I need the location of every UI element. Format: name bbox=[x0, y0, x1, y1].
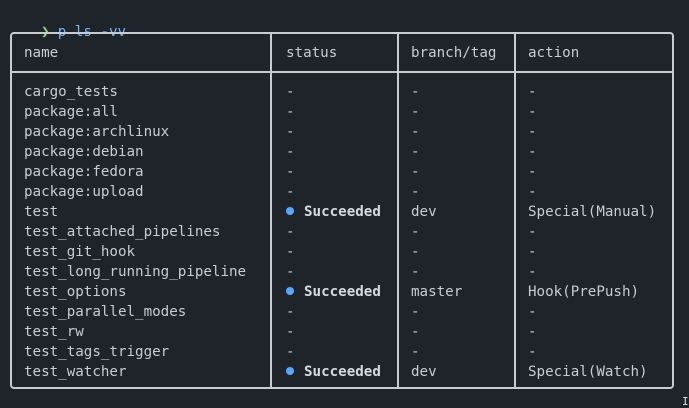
header-action: action bbox=[528, 45, 580, 61]
status-text: Succeeded bbox=[304, 204, 381, 220]
pipeline-name: test_parallel_modes bbox=[24, 304, 187, 320]
pipeline-name: package:upload bbox=[24, 184, 144, 200]
pipeline-action: - bbox=[528, 144, 537, 160]
pipeline-table: name status branch/tag action cargo_test… bbox=[10, 32, 674, 389]
pipeline-branch-tag: - bbox=[411, 164, 420, 180]
pipeline-action: - bbox=[528, 324, 537, 340]
column-divider bbox=[397, 34, 399, 387]
pipeline-branch-tag: - bbox=[411, 184, 420, 200]
pipeline-branch-tag: dev bbox=[411, 364, 437, 380]
pipeline-branch-tag: - bbox=[411, 344, 420, 360]
table-row: package:all - - - bbox=[12, 102, 672, 122]
pipeline-action: Special(Watch) bbox=[528, 364, 648, 380]
pipeline-branch-tag: master bbox=[411, 284, 463, 300]
pipeline-action: - bbox=[528, 224, 537, 240]
table-row: cargo_tests - - - bbox=[12, 82, 672, 102]
pipeline-action: - bbox=[528, 264, 537, 280]
pipeline-status: Succeeded bbox=[286, 362, 381, 382]
pipeline-branch-tag: - bbox=[411, 244, 420, 260]
pipeline-name: test_tags_trigger bbox=[24, 344, 170, 360]
pipeline-branch-tag: - bbox=[411, 124, 420, 140]
pipeline-action: - bbox=[528, 304, 537, 320]
pipeline-status: Succeeded bbox=[286, 202, 381, 222]
pipeline-status: - bbox=[286, 224, 295, 240]
pipeline-name: test_long_running_pipeline bbox=[24, 264, 247, 280]
table-row: test_long_running_pipeline - - - bbox=[12, 262, 672, 282]
pipeline-branch-tag: - bbox=[411, 304, 420, 320]
pipeline-branch-tag: - bbox=[411, 264, 420, 280]
pipeline-name: package:fedora bbox=[24, 164, 144, 180]
status-text: Succeeded bbox=[304, 364, 381, 380]
pipeline-action: - bbox=[528, 84, 537, 100]
pipeline-name: test_git_hook bbox=[24, 244, 136, 260]
table-row: package:fedora - - - bbox=[12, 162, 672, 182]
pipeline-name: test_rw bbox=[24, 324, 84, 340]
table-row: test Succeeded dev Special(Manual) bbox=[12, 202, 672, 222]
pipeline-branch-tag: - bbox=[411, 224, 420, 240]
pipeline-status: - bbox=[286, 104, 295, 120]
pipeline-action: - bbox=[528, 344, 537, 360]
header-branch-tag: branch/tag bbox=[411, 45, 497, 61]
table-row: test_attached_pipelines - - - bbox=[12, 222, 672, 242]
table-row: package:upload - - - bbox=[12, 182, 672, 202]
pipeline-branch-tag: - bbox=[411, 104, 420, 120]
pipeline-name: test bbox=[24, 204, 59, 220]
pipeline-status: - bbox=[286, 344, 295, 360]
pipeline-status: - bbox=[286, 144, 295, 160]
pipeline-status: - bbox=[286, 264, 295, 280]
pipeline-status: Succeeded bbox=[286, 282, 381, 302]
pipeline-branch-tag: dev bbox=[411, 204, 437, 220]
table-row: test_watcher Succeeded dev Special(Watch) bbox=[12, 362, 672, 382]
pipeline-branch-tag: - bbox=[411, 324, 420, 340]
command-line: ❯p ls -vv bbox=[7, 2, 126, 40]
success-dot-icon bbox=[286, 207, 294, 215]
pipeline-action: - bbox=[528, 124, 537, 140]
pipeline-status: - bbox=[286, 124, 295, 140]
pipeline-branch-tag: - bbox=[411, 84, 420, 100]
pipeline-name: test_options bbox=[24, 284, 127, 300]
pipeline-action: - bbox=[528, 184, 537, 200]
pipeline-status: - bbox=[286, 324, 295, 340]
pipeline-name: test_watcher bbox=[24, 364, 127, 380]
pipeline-action: - bbox=[528, 164, 537, 180]
table-row: package:archlinux - - - bbox=[12, 122, 672, 142]
mouse-cursor-icon: I bbox=[682, 395, 689, 408]
pipeline-name: package:debian bbox=[24, 144, 144, 160]
header-name: name bbox=[24, 45, 59, 61]
header-divider bbox=[12, 71, 672, 73]
table-header-row: name status branch/tag action bbox=[12, 43, 672, 63]
pipeline-status: - bbox=[286, 184, 295, 200]
column-divider bbox=[514, 34, 516, 387]
column-divider bbox=[270, 34, 272, 387]
table-row: test_rw - - - bbox=[12, 322, 672, 342]
pipeline-name: package:archlinux bbox=[24, 124, 170, 140]
pipeline-status: - bbox=[286, 164, 295, 180]
pipeline-name: package:all bbox=[24, 104, 118, 120]
table-row: test_parallel_modes - - - bbox=[12, 302, 672, 322]
pipeline-action: - bbox=[528, 104, 537, 120]
success-dot-icon bbox=[286, 367, 294, 375]
pipeline-action: - bbox=[528, 244, 537, 260]
success-dot-icon bbox=[286, 287, 294, 295]
header-status: status bbox=[286, 45, 338, 61]
pipeline-branch-tag: - bbox=[411, 144, 420, 160]
table-row: test_options Succeeded master Hook(PrePush) bbox=[12, 282, 672, 302]
pipeline-status: - bbox=[286, 84, 295, 100]
pipeline-action: Hook(PrePush) bbox=[528, 284, 640, 300]
table-row: test_git_hook - - - bbox=[12, 242, 672, 262]
pipeline-status: - bbox=[286, 304, 295, 320]
pipeline-name: test_attached_pipelines bbox=[24, 224, 221, 240]
table-row: test_tags_trigger - - - bbox=[12, 342, 672, 362]
table-row: package:debian - - - bbox=[12, 142, 672, 162]
pipeline-action: Special(Manual) bbox=[528, 204, 657, 220]
pipeline-status: - bbox=[286, 244, 295, 260]
pipeline-name: cargo_tests bbox=[24, 84, 118, 100]
status-text: Succeeded bbox=[304, 284, 381, 300]
